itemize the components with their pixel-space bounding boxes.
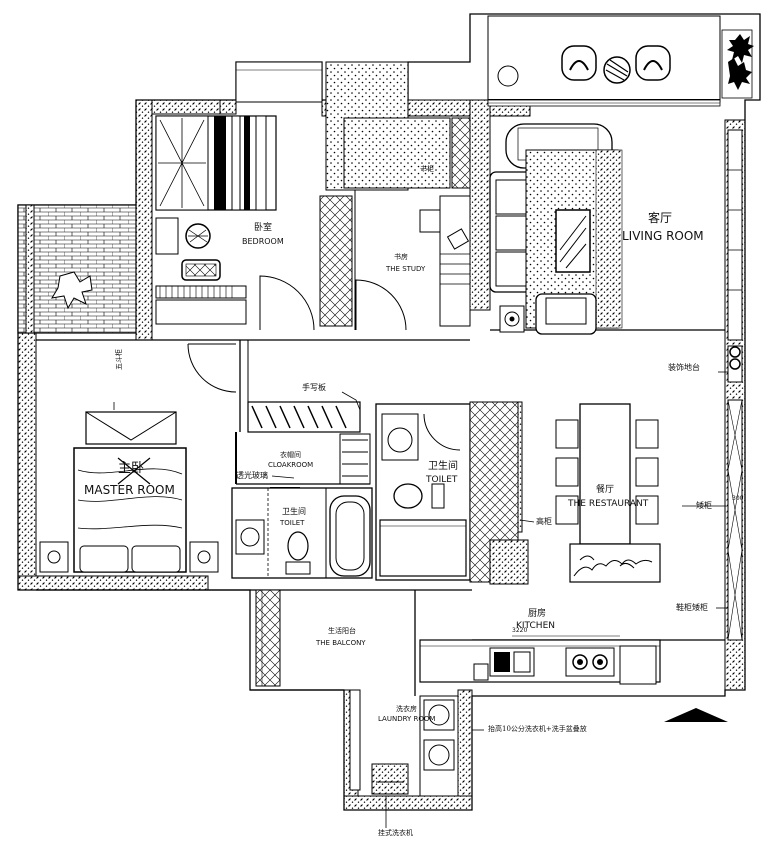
living-room-furniture xyxy=(489,123,743,641)
living-room-en-label: LIVING ROOM xyxy=(622,229,704,243)
leader-lines xyxy=(113,371,728,731)
toilet-left-en-label: TOILET xyxy=(280,519,305,527)
washer-stack-note: 抬高10公分洗衣机+洗手盆叠放 xyxy=(488,725,587,733)
sofa-icon xyxy=(489,171,537,293)
laundry-en-label: LAUNDRY ROOM xyxy=(378,715,436,723)
master-room-furniture xyxy=(39,411,219,573)
study-cn-label: 书房 xyxy=(394,253,408,261)
round-table-icon xyxy=(497,65,519,87)
washer-icon xyxy=(423,739,455,771)
bedroom-en-label: BEDROOM xyxy=(242,237,284,246)
master-room-cn-label: 主卧 xyxy=(118,461,145,476)
chest-note: 五斗柜 xyxy=(115,349,123,370)
toilet-icon xyxy=(285,531,311,575)
kitchen-en-label: KITCHEN xyxy=(516,621,555,631)
toilet-right-en-label: TOILET xyxy=(426,475,458,485)
top-balcony xyxy=(487,15,754,107)
restaurant-en-label: THE RESTAURANT xyxy=(568,499,649,509)
sink-icon xyxy=(387,427,413,453)
bedroom-furniture xyxy=(155,61,323,331)
washer-icon xyxy=(423,699,455,731)
armchair-icon xyxy=(561,45,597,81)
west-balcony xyxy=(17,204,137,334)
dining-furniture xyxy=(555,403,661,583)
cabinet-note: 矮柜 xyxy=(696,501,712,510)
laundry-furniture xyxy=(371,695,459,828)
cloakroom-cn-label: 衣帽间 xyxy=(280,451,301,459)
kitchen-cn-label: 厨房 xyxy=(528,609,547,619)
toilet-left-cn-label: 卫生间 xyxy=(282,507,306,516)
armchair-icon xyxy=(635,45,671,81)
bedroom-cn-label: 卧室 xyxy=(254,223,273,233)
side-table-icon xyxy=(603,56,631,84)
wall-washer-note: 挂式洗衣机 xyxy=(378,829,413,837)
study-furniture xyxy=(319,61,471,331)
master-room-en-label: MASTER ROOM xyxy=(84,483,175,497)
toilet-icon xyxy=(393,483,445,509)
sink-icon xyxy=(489,647,535,677)
armchair-icon xyxy=(535,293,597,335)
toilet-right xyxy=(375,401,529,585)
living-room-cn-label: 客厅 xyxy=(648,211,673,225)
corridor xyxy=(187,340,371,489)
tall-cabinet-note: 高柜 xyxy=(536,517,552,526)
shoe-cabinet-note: 鞋柜矮柜 xyxy=(676,603,708,612)
cloakroom-en-label: CLOAKROOM xyxy=(268,461,314,469)
bed-icon xyxy=(155,115,277,211)
laundry-cn-label: 洗衣房 xyxy=(396,705,417,713)
toilet-right-cn-label: 卫生间 xyxy=(428,461,458,472)
decor-base-note: 装饰地台 xyxy=(668,363,700,372)
balcony-en-label: THE BALCONY xyxy=(316,639,366,647)
plant-icon xyxy=(721,29,754,99)
balcony-cn-label: 生活阳台 xyxy=(328,627,356,635)
handwriting-board-note: 手写板 xyxy=(302,383,326,392)
stove-icon xyxy=(565,647,615,677)
study-en-label: THE STUDY xyxy=(386,265,426,273)
sink-icon xyxy=(240,527,260,547)
kitchen-furniture xyxy=(419,635,661,685)
kitchen-dimension: 3220 xyxy=(512,627,528,634)
cabinet-dimension: 300 xyxy=(732,495,744,502)
glass-note: 透光玻璃 xyxy=(236,471,268,480)
service-balcony xyxy=(250,589,361,791)
bathtub-icon xyxy=(329,495,371,577)
restaurant-cn-label: 餐厅 xyxy=(596,485,615,495)
north-arrow-icon xyxy=(664,708,728,722)
bed-icon xyxy=(73,447,187,573)
toilet-left xyxy=(231,487,373,579)
study-cabinet-tag: 书柜 xyxy=(420,165,434,173)
